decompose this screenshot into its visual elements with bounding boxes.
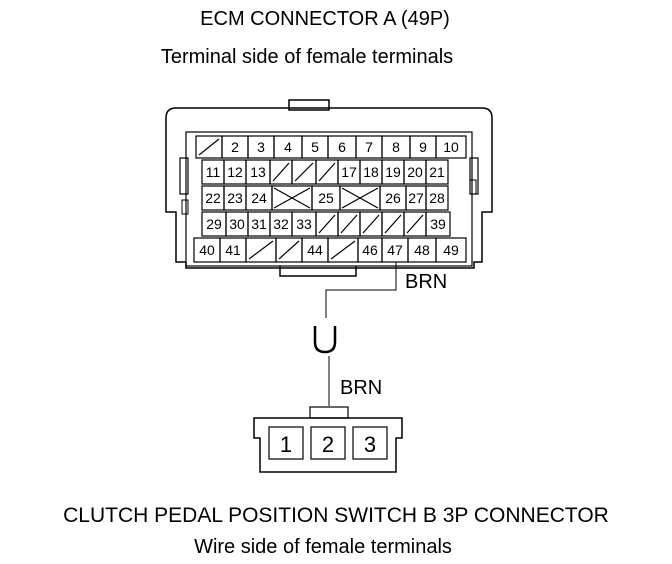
ecm-terminal-number: 21 xyxy=(429,164,445,180)
ecm-terminal-number: 27 xyxy=(408,190,424,206)
ecm-terminal-number: 41 xyxy=(225,242,241,258)
switch-terminal-3: 3 xyxy=(364,432,376,457)
unused-terminal-mark xyxy=(248,240,274,260)
ecm-terminal-number: 8 xyxy=(392,139,400,155)
ecm-terminal-number: 2 xyxy=(231,139,239,155)
ecm-connector-subtitle: Terminal side of female terminals xyxy=(160,46,454,68)
unused-terminal-mark xyxy=(330,240,356,260)
switch-terminal-1: 1 xyxy=(280,432,292,457)
ecm-terminal-number: 6 xyxy=(338,139,346,155)
switch-terminal-2: 2 xyxy=(322,432,334,457)
ecm-terminal-number: 19 xyxy=(385,164,401,180)
ecm-terminal-number: 11 xyxy=(206,164,221,180)
ecm-terminal-cell xyxy=(425,185,449,211)
ecm-right-pin xyxy=(469,179,477,195)
switch-terminal-box-2 xyxy=(310,426,346,460)
unused-terminal-mark xyxy=(198,138,220,156)
unused-terminal-mark xyxy=(362,214,380,234)
ecm-terminal-number: 20 xyxy=(407,164,423,180)
ecm-terminal-frame xyxy=(185,131,473,267)
unused-terminal-mark xyxy=(278,240,300,260)
unused-terminal-mark xyxy=(272,162,290,182)
unused-terminal-mark xyxy=(294,162,314,182)
ecm-connector-title: ECM CONNECTOR A (49P) xyxy=(200,8,450,30)
ecm-left-pin xyxy=(181,199,189,215)
ecm-terminal-number: 4 xyxy=(284,139,292,155)
ecm-terminal-number: 48 xyxy=(414,242,430,258)
switch-terminal-box-3 xyxy=(352,426,388,460)
ecm-terminal-cell xyxy=(425,159,449,185)
switch-connector-latch xyxy=(309,406,349,419)
upper-wire-color-label: BRN xyxy=(405,271,447,293)
ecm-terminal-number: 24 xyxy=(251,190,267,206)
blocked-terminal-mark xyxy=(273,187,311,209)
blocked-terminal-mark xyxy=(341,187,379,209)
ecm-right-guide xyxy=(469,157,479,195)
ecm-terminal-number: 39 xyxy=(430,216,446,232)
ecm-terminal-cell xyxy=(435,237,467,263)
ecm-terminal-number: 5 xyxy=(311,139,319,155)
switch-terminal-box-1 xyxy=(268,426,304,460)
switch-connector-housing xyxy=(253,417,403,473)
unused-terminal-mark xyxy=(340,214,358,234)
ecm-bottom-key xyxy=(279,266,357,277)
ecm-terminal-cell xyxy=(425,211,451,237)
ecm-terminal-number: 47 xyxy=(387,242,403,258)
ecm-terminal-number: 40 xyxy=(199,242,215,258)
unused-terminal-mark xyxy=(318,214,336,234)
ecm-left-guide xyxy=(179,157,189,195)
ecm-terminal-number: 9 xyxy=(419,139,427,155)
unused-terminal-mark xyxy=(318,162,336,182)
ecm-terminal-number: 7 xyxy=(365,139,373,155)
unused-terminal-mark xyxy=(384,214,402,234)
ecm-terminal-number: 22 xyxy=(205,190,221,206)
unused-terminal-mark xyxy=(406,214,424,234)
ecm-terminal-number: 46 xyxy=(362,242,378,258)
ecm-terminal-number: 44 xyxy=(307,242,323,258)
ecm-terminal-number: 10 xyxy=(443,139,459,155)
ecm-terminal-number: 25 xyxy=(318,190,334,206)
ecm-terminal-number: 18 xyxy=(363,164,379,180)
ecm-terminal-number: 12 xyxy=(227,164,243,180)
ecm-terminal-number: 28 xyxy=(429,190,445,206)
lower-wire-color-label: BRN xyxy=(340,377,382,399)
ecm-terminal-number: 33 xyxy=(296,216,312,232)
ecm-terminal-number: 23 xyxy=(227,190,243,206)
ecm-terminal-number: 30 xyxy=(229,216,245,232)
switch-connector-title: CLUTCH PEDAL POSITION SWITCH B 3P CONNEC… xyxy=(63,504,609,527)
junction-symbol-U xyxy=(313,326,337,354)
wire-from-terminal-47 xyxy=(325,262,397,318)
ecm-terminal-number: 13 xyxy=(250,164,266,180)
ecm-terminal-number: 32 xyxy=(273,216,289,232)
ecm-terminal-number: 26 xyxy=(385,190,401,206)
ecm-terminal-number: 17 xyxy=(341,164,357,180)
ecm-terminal-number: 29 xyxy=(206,216,222,232)
ecm-latch xyxy=(288,99,330,111)
ecm-terminal-number: 31 xyxy=(251,216,267,232)
switch-connector-subtitle: Wire side of female terminals xyxy=(194,536,452,558)
ecm-terminal-cell xyxy=(435,135,467,159)
ecm-terminal-number: 3 xyxy=(257,139,265,155)
ecm-connector-housing xyxy=(165,107,493,269)
ecm-terminal-number: 49 xyxy=(443,242,459,258)
